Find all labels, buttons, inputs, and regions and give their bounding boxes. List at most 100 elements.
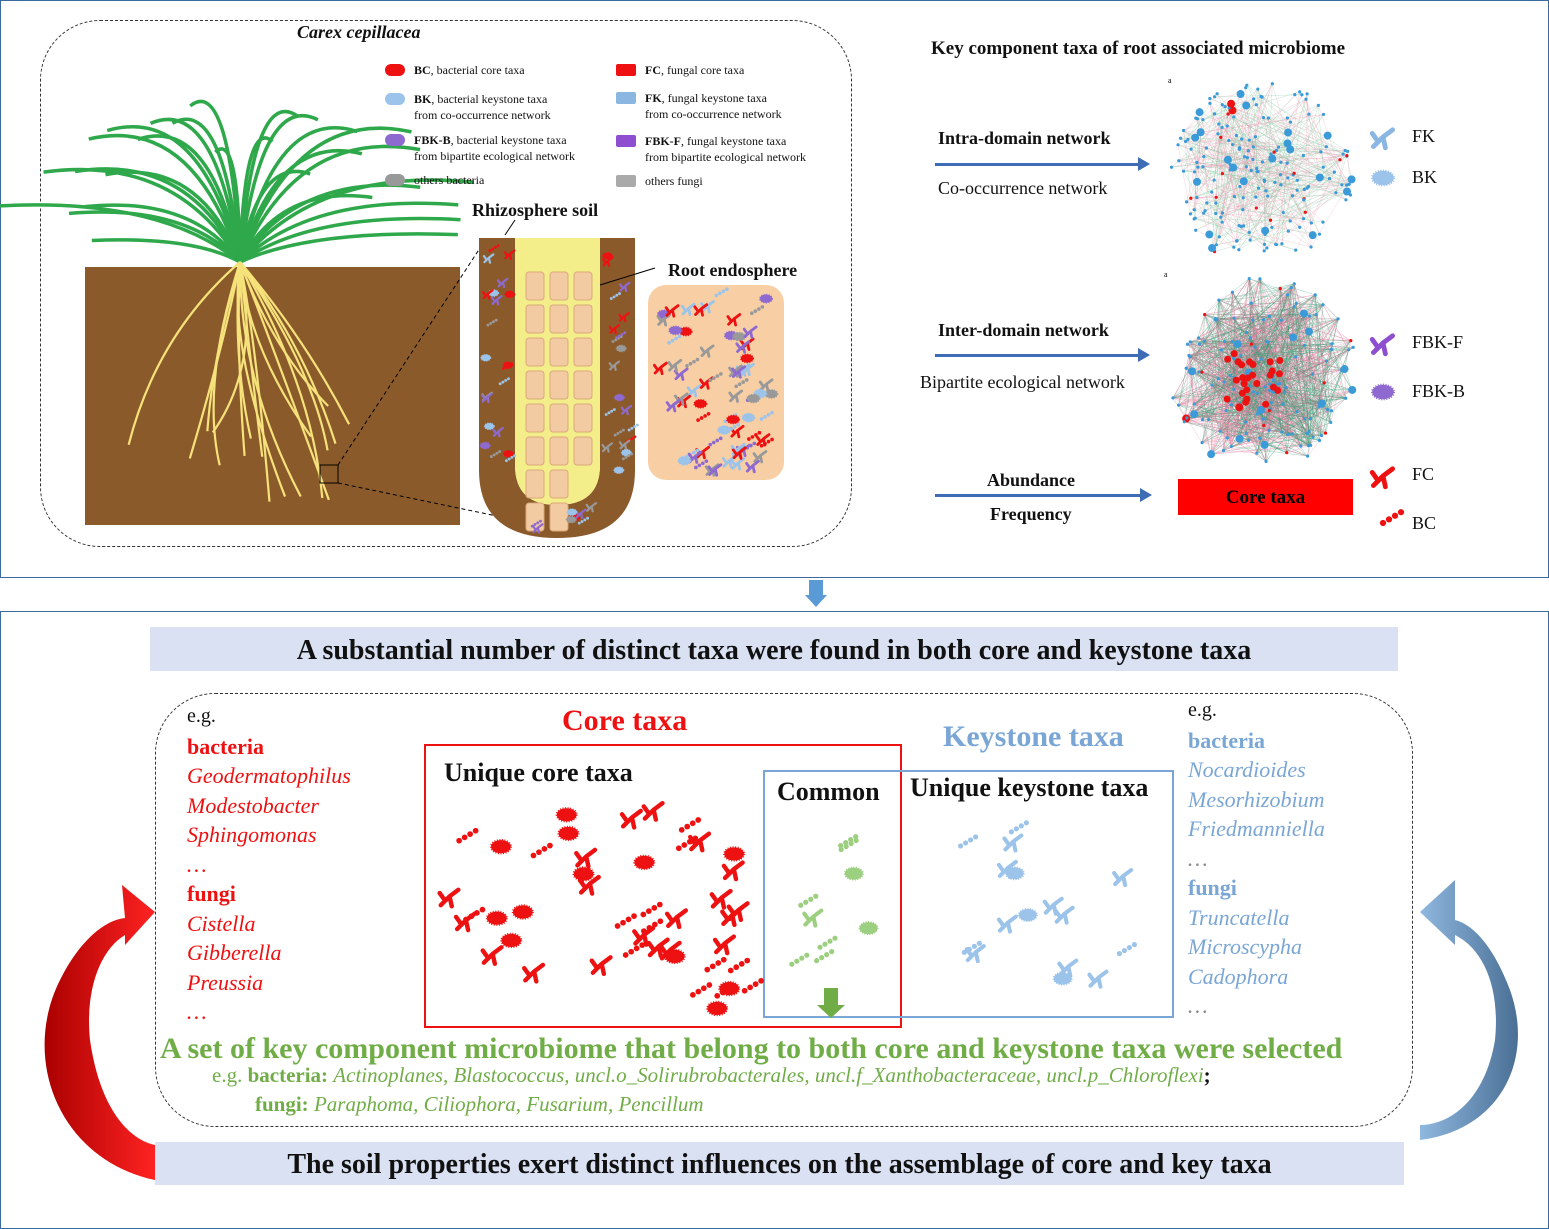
- network-edge: [1260, 283, 1295, 411]
- network-edge: [1308, 431, 1310, 446]
- bacteria-chain-icon: [667, 340, 671, 345]
- network-edge: [1327, 398, 1346, 410]
- network-node: [1321, 112, 1326, 117]
- fungus-icon: [1057, 958, 1079, 978]
- network-edge: [1221, 350, 1224, 451]
- bacterium-icon: [511, 904, 534, 920]
- network-edge: [1246, 85, 1279, 148]
- network-node: [1196, 128, 1205, 137]
- network-edge: [1204, 314, 1235, 390]
- network-node: [1202, 155, 1206, 159]
- plant-dashed-box: [40, 20, 852, 547]
- bacteria-chain-icon: [832, 935, 838, 941]
- network-node: [1194, 228, 1198, 232]
- network-edge: [1232, 292, 1234, 359]
- network-node: [1283, 139, 1292, 148]
- network-node: [1201, 165, 1205, 169]
- bacteria-chain-icon: [618, 292, 621, 296]
- network-node: [1338, 158, 1342, 162]
- network-edge: [1254, 347, 1322, 436]
- bacteria-chain-icon: [695, 988, 702, 995]
- bacteria-chain-icon: [623, 331, 627, 335]
- bacteria-chain-icon: [630, 437, 634, 440]
- fungus-icon: [1042, 896, 1064, 916]
- bacteria-chain-icon: [577, 521, 581, 525]
- bacteria-chain-icon: [611, 340, 615, 343]
- bacteria-chain-icon: [708, 378, 713, 383]
- network-node: [1182, 169, 1186, 173]
- network-edge: [1239, 356, 1296, 439]
- network-edge: [1286, 340, 1351, 453]
- network-edge: [1310, 409, 1328, 446]
- network-node: [1178, 136, 1183, 140]
- fungus-icon: [728, 389, 744, 403]
- bacteria-chain-icon: [770, 437, 774, 442]
- network-node: [1321, 165, 1325, 169]
- network-edge: [1282, 403, 1311, 446]
- network-edge: [1309, 422, 1331, 432]
- pointer-line: [599, 267, 656, 286]
- network-edge: [1249, 114, 1324, 233]
- bacteria-chain-icon: [486, 323, 490, 327]
- network-node: [1176, 143, 1180, 147]
- network-node: [1245, 83, 1249, 87]
- network-edge: [1288, 230, 1312, 248]
- bacteria-chain-icon: [501, 367, 505, 370]
- leaf: [239, 232, 458, 264]
- network-edge: [1215, 318, 1256, 348]
- network-edge: [1195, 218, 1312, 248]
- leaf: [105, 170, 242, 263]
- bacteria-chain-icon: [604, 413, 608, 416]
- bacteria-chain-icon: [1018, 823, 1024, 829]
- network-edge: [1247, 83, 1273, 158]
- network-edge: [1197, 166, 1266, 231]
- leaf: [74, 167, 242, 263]
- network-node: [1220, 103, 1224, 107]
- network-edge: [1183, 110, 1233, 172]
- network-edge: [1211, 384, 1232, 447]
- network-node: [1241, 208, 1245, 212]
- network-node: [1247, 138, 1251, 142]
- network-edge: [1268, 118, 1284, 213]
- network-node: [1324, 145, 1328, 149]
- bacteria-chain-icon: [630, 426, 634, 430]
- network-edge: [1250, 337, 1351, 341]
- bacteria-chain-icon: [678, 826, 685, 833]
- fungus-icon: [601, 256, 614, 267]
- bacteria-chain-icon: [510, 455, 514, 459]
- bacterium-icon: [741, 412, 756, 423]
- network-node: [1227, 99, 1236, 108]
- bacteria-chain-icon: [615, 293, 619, 297]
- bacteria-chain-icon: [468, 913, 475, 920]
- network-edge: [1303, 178, 1330, 200]
- fungus-icon: [481, 289, 494, 300]
- network-node: [1290, 194, 1295, 198]
- bacteria-chain-icon: [757, 307, 761, 311]
- network-node: [1241, 196, 1245, 200]
- network-node: [1208, 101, 1212, 105]
- network-node: [1248, 238, 1252, 242]
- network-node: [1261, 115, 1266, 120]
- network-node: [1205, 201, 1209, 205]
- network-node: [1227, 138, 1231, 143]
- network-edge: [1233, 294, 1316, 359]
- fungus-icon: [802, 908, 824, 928]
- root-cell: [525, 370, 545, 400]
- network-edge: [1178, 314, 1205, 406]
- network-node: [1288, 219, 1292, 223]
- network-node: [1239, 177, 1248, 186]
- network-node: [1213, 95, 1217, 99]
- network-node: [1214, 201, 1218, 205]
- network-edge: [1233, 389, 1267, 462]
- network-edge: [1269, 410, 1287, 453]
- network-edge: [1279, 383, 1311, 419]
- fungus-icon: [619, 281, 631, 293]
- network-edge: [1204, 300, 1220, 342]
- network-node: [1268, 154, 1277, 163]
- bacteria-chain-icon: [843, 843, 849, 850]
- leaf: [137, 134, 242, 263]
- network-edge: [1183, 127, 1223, 172]
- network-node: [1273, 180, 1277, 184]
- bacteria-chain-icon: [456, 837, 462, 844]
